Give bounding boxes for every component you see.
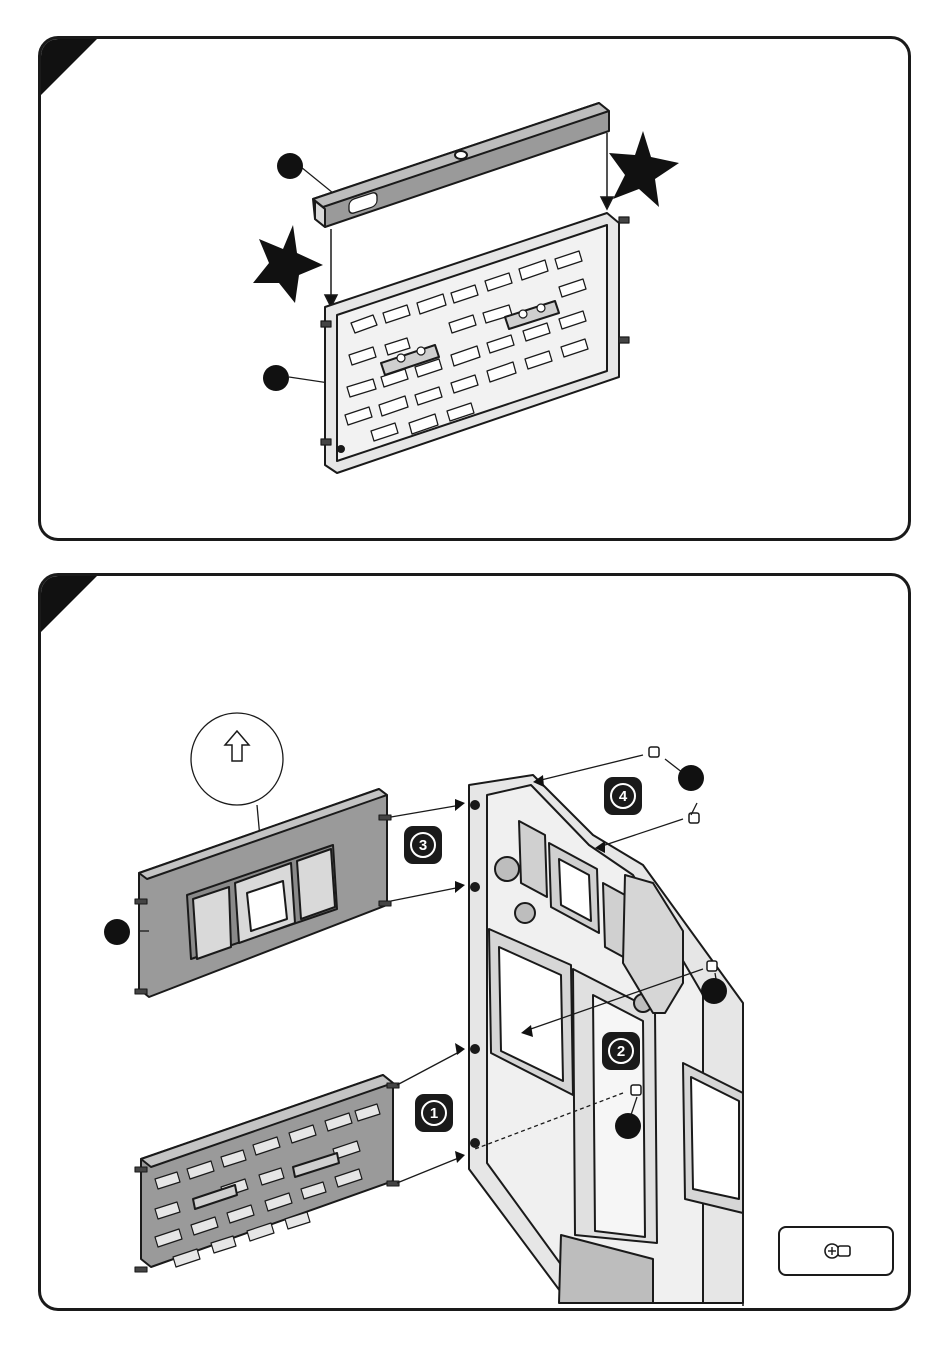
assembly-drawing-bottom — [41, 576, 911, 1311]
callout-marker-rail — [277, 153, 303, 179]
step-number: 1 — [421, 1100, 447, 1126]
step-number: 4 — [610, 783, 636, 809]
step-badge-1: 1 — [415, 1094, 453, 1132]
callout-marker-panel — [263, 365, 289, 391]
step-badge-2: 2 — [602, 1032, 640, 1070]
callout-marker — [701, 978, 727, 1004]
step-number: 3 — [410, 832, 436, 858]
step-panel-top — [38, 36, 911, 541]
hardware-legend-box — [778, 1226, 894, 1276]
star-icon — [609, 131, 679, 207]
window-panel — [135, 789, 391, 997]
step-badge-3: 3 — [404, 826, 442, 864]
star-icon — [253, 225, 323, 303]
step-badge-4: 4 — [604, 777, 642, 815]
wall-panel — [321, 191, 629, 473]
callout-marker — [615, 1113, 641, 1139]
callout-marker — [678, 765, 704, 791]
callout-marker — [104, 919, 130, 945]
assembly-drawing-top — [41, 39, 911, 541]
step-panel-bottom: 4 3 2 1 — [38, 573, 911, 1311]
screw-icon — [780, 1228, 892, 1274]
step-number: 2 — [608, 1038, 634, 1064]
stone-panel — [135, 1075, 399, 1272]
